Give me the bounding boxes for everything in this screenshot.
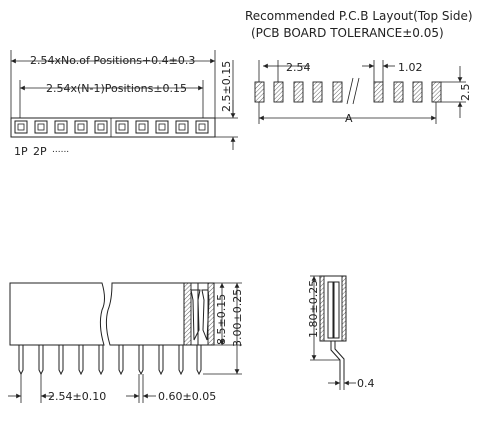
pcb-length-label: A	[345, 112, 353, 125]
pin-ellipsis: ......	[52, 145, 69, 155]
connector-side-view: 1.80±0.25 0.4	[307, 275, 375, 390]
pcb-pad-height-label: 2.5	[459, 84, 472, 102]
contact-holes	[14, 120, 209, 134]
pcb-pad	[412, 81, 423, 103]
top-view-body	[10, 117, 216, 138]
pin2-label: 2P	[33, 145, 47, 158]
tail-length-dim: 3.00±0.25	[231, 289, 244, 347]
pcb-pad	[393, 81, 404, 103]
pcb-layout-view: Recommended P.C.B Layout(Top Side) (PCB …	[245, 9, 473, 125]
pcb-pad	[312, 81, 323, 103]
pcb-pad	[254, 81, 265, 103]
pcb-title: Recommended P.C.B Layout(Top Side)	[245, 9, 473, 23]
side-offset-dim: 1.80±0.25	[307, 280, 320, 338]
overall-length-label: 2.54xNo.of Positions+0.4±0.3	[30, 54, 195, 67]
pitch-span-label: 2.54x(N-1)Positions±0.15	[46, 82, 187, 95]
pcb-pad	[431, 81, 442, 103]
connector-top-view: 2.54xNo.of Positions+0.4±0.3 2.54x(N-1)P…	[10, 50, 238, 158]
pcb-pad	[373, 81, 384, 103]
pcb-tolerance: (PCB BOARD TOLERANCE±0.05)	[251, 26, 444, 40]
pin-pitch-dim: 2.54±0.10	[48, 390, 106, 403]
pcb-pad	[273, 81, 284, 103]
pcb-pad-row	[254, 81, 442, 103]
front-pins	[18, 345, 202, 376]
pcb-pad	[332, 81, 343, 103]
connector-front-view: 8.5±0.15 3.00±0.25 2.54±0.10 0.60±0.05	[8, 282, 244, 403]
pcb-pad	[293, 81, 304, 103]
pcb-pad-width-label: 1.02	[398, 61, 423, 74]
pin-width-dim: 0.60±0.05	[158, 390, 216, 403]
body-height-dim: 8.5±0.15	[215, 294, 228, 345]
break-mark	[346, 77, 360, 105]
pcb-pitch-label: 2.54	[286, 61, 311, 74]
side-width-dim: 0.4	[357, 377, 375, 390]
body-height-label: 2.5±0.15	[220, 61, 233, 112]
pin1-label: 1P	[14, 145, 28, 158]
